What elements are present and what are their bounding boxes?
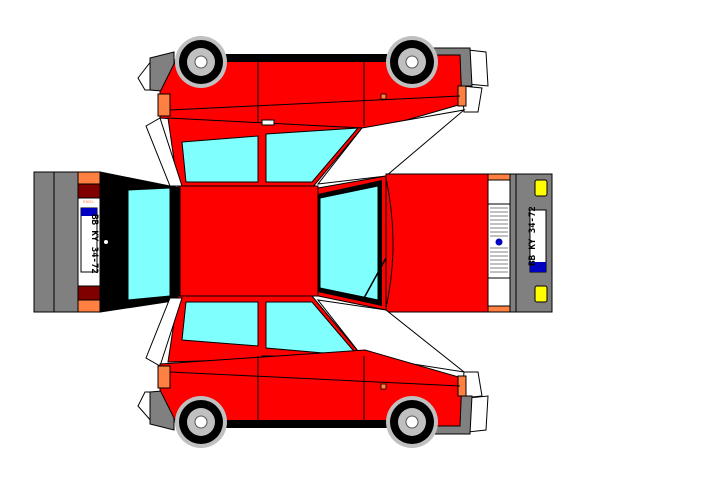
top-side-sill <box>210 54 406 62</box>
bottom-side-panel <box>137 349 489 448</box>
roof <box>179 185 319 297</box>
fuel-cap-icon <box>380 93 387 100</box>
rear-bumper-left <box>33 171 79 313</box>
bottom-rear-light <box>157 365 171 389</box>
top-rear-window <box>181 135 259 183</box>
top-front-window <box>265 127 360 183</box>
top-side-panel <box>137 36 489 133</box>
front-fog-light-top <box>534 179 548 197</box>
hood-crease <box>385 177 394 309</box>
wheel-icon <box>175 396 227 448</box>
windshield-glass <box>319 185 379 301</box>
door-handle-icon <box>261 119 275 126</box>
front-light-top <box>487 173 511 181</box>
bottom-body-crease <box>169 371 461 387</box>
hood <box>385 173 491 313</box>
rear-plate-text: BB KY 34-72 <box>89 214 99 274</box>
wheel-icon <box>175 36 227 88</box>
tailgate-lock-icon <box>104 240 108 244</box>
roof-panel <box>179 185 319 297</box>
windshield-hood-panel: BB KY 34-72 <box>317 173 553 313</box>
front-fog-light-bottom <box>534 285 548 303</box>
emblem-icon <box>495 238 503 246</box>
top-rear-light <box>157 93 171 117</box>
rear-window <box>127 187 171 301</box>
rear-plate-line1: ENGL. <box>83 199 95 204</box>
rear-light-bottom <box>77 299 101 313</box>
wheel-icon <box>386 396 438 448</box>
top-window-strip <box>145 109 466 189</box>
front-plate-text: BB KY 34-72 <box>528 206 538 266</box>
rear-light-top <box>77 171 101 185</box>
front-light-bottom <box>487 305 511 313</box>
front-grille <box>487 203 511 279</box>
rear-dark-top <box>77 183 101 199</box>
bottom-rear-window <box>181 301 259 347</box>
wiper-icon <box>363 257 387 299</box>
wheel-icon <box>386 36 438 88</box>
rear-dark-bottom <box>77 285 101 301</box>
rear-panel: ENGL. BB KY 34-72 <box>33 171 181 313</box>
fuel-cap-icon <box>380 383 387 390</box>
top-body-crease <box>169 95 461 111</box>
bottom-side-sill <box>210 420 406 428</box>
